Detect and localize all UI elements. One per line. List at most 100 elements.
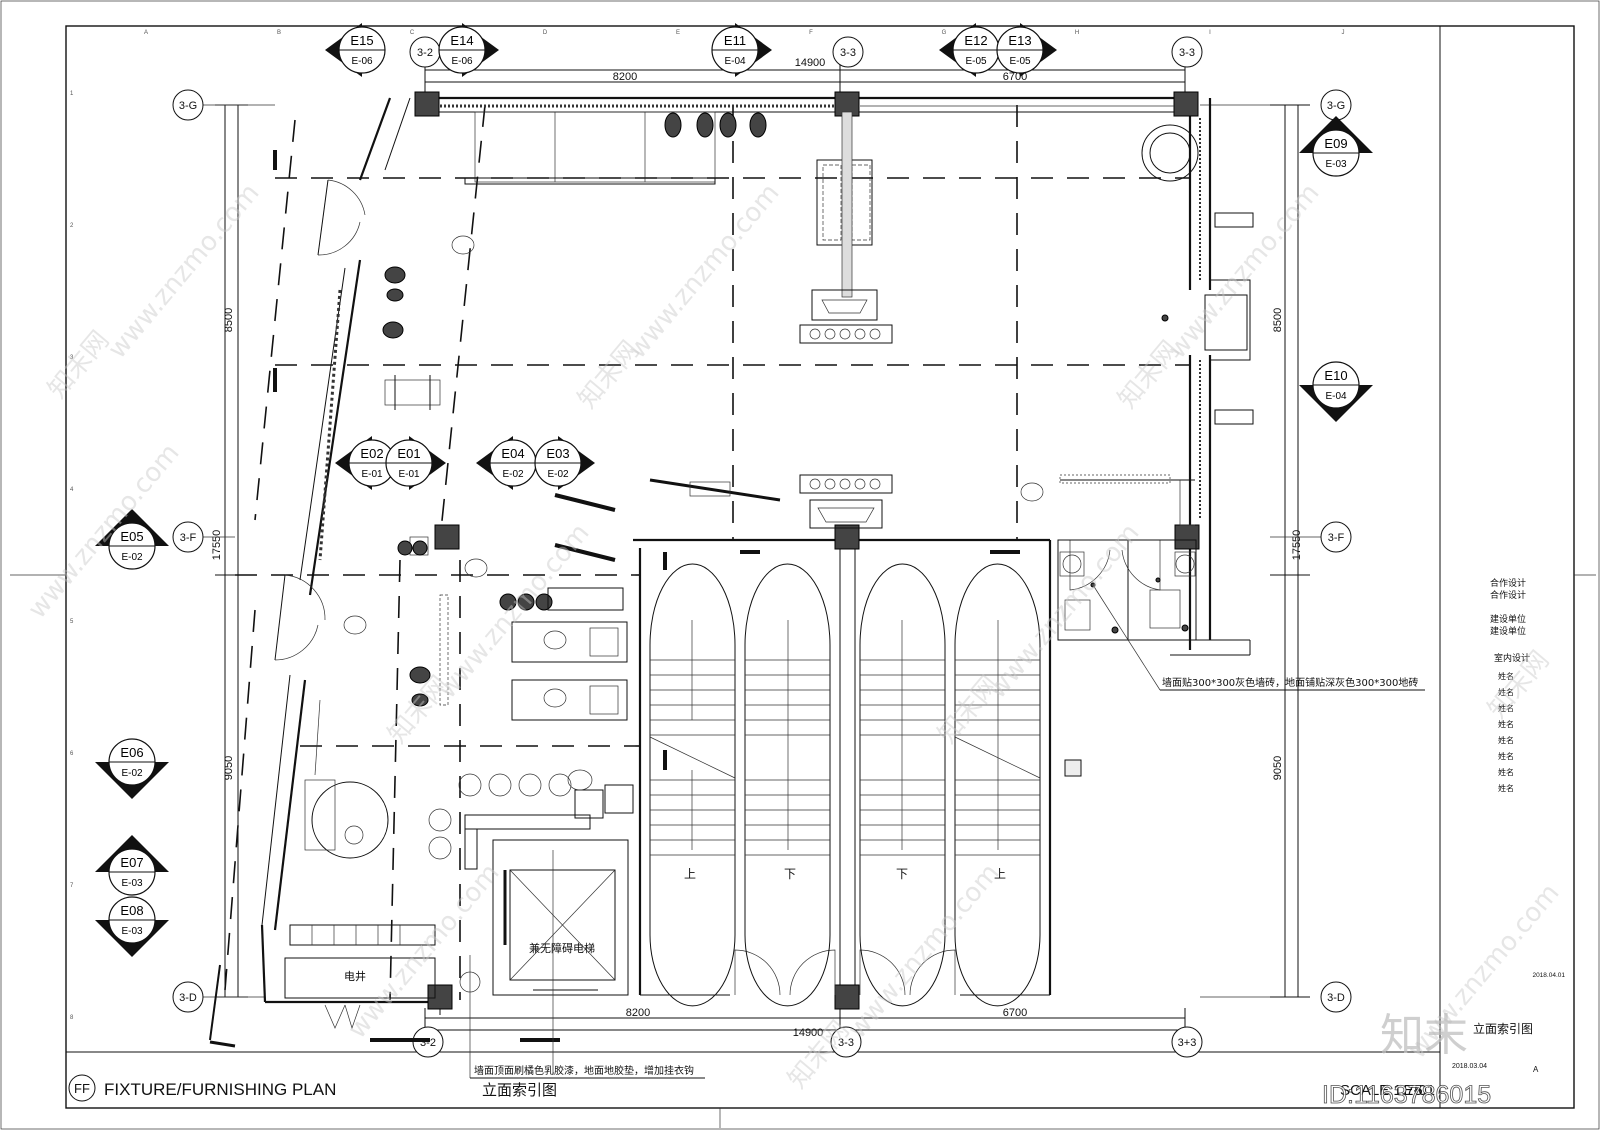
znzmo-logo: 知末 ID:1163786015 bbox=[1322, 1010, 1492, 1109]
toilet-rooms bbox=[1057, 314, 1197, 641]
elevation-marker-id: E07 bbox=[120, 855, 143, 870]
stair-label-up-2: 上 bbox=[994, 867, 1006, 881]
dim-top-total: 14900 bbox=[795, 57, 826, 69]
doors bbox=[274, 179, 1161, 1030]
structural-columns bbox=[414, 91, 1200, 1010]
elevation-marker-id: E08 bbox=[120, 903, 143, 918]
revision-label: A bbox=[1533, 1065, 1539, 1074]
dim-bottom-left: 8200 bbox=[626, 1007, 650, 1019]
issue-date-1: 2018.04.01 bbox=[1532, 972, 1565, 979]
elevation-marker-sheet-ref: E-02 bbox=[502, 469, 524, 480]
svg-text:3-F: 3-F bbox=[180, 532, 197, 544]
elevation-marker-id: E04 bbox=[501, 446, 524, 461]
elevation-marker-sheet-ref: E-03 bbox=[121, 926, 143, 937]
border-letter: D bbox=[543, 30, 548, 36]
sheet-drawing-code: E-01 bbox=[1403, 1082, 1435, 1099]
svg-text:3-2: 3-2 bbox=[417, 47, 433, 59]
border-number: 8 bbox=[70, 1015, 74, 1021]
gym-equipment bbox=[304, 111, 1248, 870]
svg-text:3-F: 3-F bbox=[1328, 532, 1345, 544]
elevation-marker-id: E02 bbox=[360, 446, 383, 461]
sheet-symbol: FF bbox=[74, 1081, 90, 1096]
grid-bubble-bottom-3: 3+3 bbox=[1171, 1026, 1203, 1058]
svg-text:3-G: 3-G bbox=[1327, 100, 1345, 112]
border-letter: F bbox=[809, 30, 813, 36]
designer-name-2: 姓名 bbox=[1498, 687, 1514, 697]
watermark-2: www.znzmo.com bbox=[622, 178, 785, 364]
watermark-1: www.znzmo.com bbox=[102, 178, 265, 364]
border-number: 3 bbox=[70, 355, 74, 361]
elevation-marker-id: E11 bbox=[724, 33, 746, 48]
sheet-title-en: FIXTURE/FURNISHING PLAN bbox=[104, 1080, 336, 1099]
watermark-brand-3: 知末网 bbox=[1112, 335, 1185, 414]
elevation-marker-sheet-ref: E-04 bbox=[724, 56, 746, 67]
svg-text:3-D: 3-D bbox=[179, 992, 197, 1004]
watermark-brand-2: 知末网 bbox=[572, 335, 645, 414]
electrical-shaft-label: 电井 bbox=[344, 969, 366, 983]
title-block: 合作设计 合作设计 建设单位 建设单位 室内设计 姓名 姓名 姓名 姓名 姓名 … bbox=[1452, 577, 1565, 1074]
dim-bottom-total: 14900 bbox=[793, 1027, 824, 1039]
elevation-marker-id: E03 bbox=[546, 446, 569, 461]
sheet-title-cn: 立面索引图 bbox=[482, 1081, 557, 1099]
grid-bubble-left-g: 3-G bbox=[172, 89, 275, 121]
dimension-lines bbox=[215, 60, 1310, 1040]
svg-text:3-D: 3-D bbox=[1327, 992, 1345, 1004]
grid-lines bbox=[224, 104, 1190, 1001]
border-number: 4 bbox=[70, 487, 74, 493]
owner-label-1: 建设单位 bbox=[1490, 613, 1526, 625]
note-leaders bbox=[469, 584, 1425, 1079]
border-letter: H bbox=[1075, 30, 1079, 36]
watermark-3: www.znzmo.com bbox=[1162, 178, 1325, 364]
stairs-right bbox=[859, 563, 1082, 1007]
owner-label-2: 建设单位 bbox=[1490, 625, 1526, 637]
border-letter: I bbox=[1209, 30, 1211, 36]
logo-text: 知末 bbox=[1380, 1010, 1468, 1061]
toilet-finish-note: 墙面贴300*300灰色墙砖，地面铺贴深灰色300*300地砖 bbox=[1162, 676, 1418, 689]
elevation-marker-id: E12 bbox=[964, 33, 987, 48]
elevation-marker-id: E06 bbox=[120, 745, 143, 760]
dim-right-total: 17550 bbox=[1291, 530, 1303, 561]
issue-date-2: 2018.03.04 bbox=[1452, 1063, 1487, 1070]
dim-right-bottom: 9050 bbox=[1272, 756, 1284, 780]
elevation-marker-id: E05 bbox=[120, 529, 143, 544]
people-figures bbox=[343, 235, 1044, 845]
elevation-marker-id: E13 bbox=[1008, 33, 1031, 48]
grid-bubble-left-d: 3-D bbox=[172, 981, 265, 1013]
watermark-8: www.znzmo.com bbox=[842, 858, 1005, 1044]
designer-name-5: 姓名 bbox=[1498, 735, 1514, 745]
svg-text:3+3: 3+3 bbox=[1178, 1037, 1197, 1049]
dim-top-left: 8200 bbox=[613, 71, 637, 83]
svg-text:3-3: 3-3 bbox=[838, 1037, 854, 1049]
dim-bottom-right: 6700 bbox=[1003, 1007, 1027, 1019]
watermarks: www.znzmo.com www.znzmo.com www.znzmo.co… bbox=[22, 178, 1565, 1094]
cooperation-label-2: 合作设计 bbox=[1490, 589, 1526, 601]
designer-name-7: 姓名 bbox=[1498, 767, 1514, 777]
elevation-marker-sheet-ref: E-06 bbox=[451, 56, 473, 67]
elevation-marker-sheet-ref: E-01 bbox=[361, 469, 383, 480]
dim-left-total: 17550 bbox=[211, 530, 223, 561]
grid-bubble-top-1: 3-2 bbox=[409, 36, 441, 68]
building-walls bbox=[209, 96, 1254, 1048]
elevator-shaft bbox=[492, 839, 629, 996]
watermark-6: www.znzmo.com bbox=[982, 518, 1145, 704]
plan-name-label: 立面索引图 bbox=[1473, 1021, 1533, 1036]
grid-bubble-right-g: 3-G bbox=[1320, 89, 1352, 121]
grid-bubble-right-d: 3-D bbox=[1320, 981, 1352, 1013]
svg-text:3-3: 3-3 bbox=[1179, 47, 1195, 59]
elevation-marker-sheet-ref: E-05 bbox=[965, 56, 987, 67]
elevation-marker-sheet-ref: E-03 bbox=[121, 878, 143, 889]
elevation-marker-id: E09 bbox=[1324, 136, 1347, 151]
stair-label-down-1: 下 bbox=[784, 867, 796, 881]
